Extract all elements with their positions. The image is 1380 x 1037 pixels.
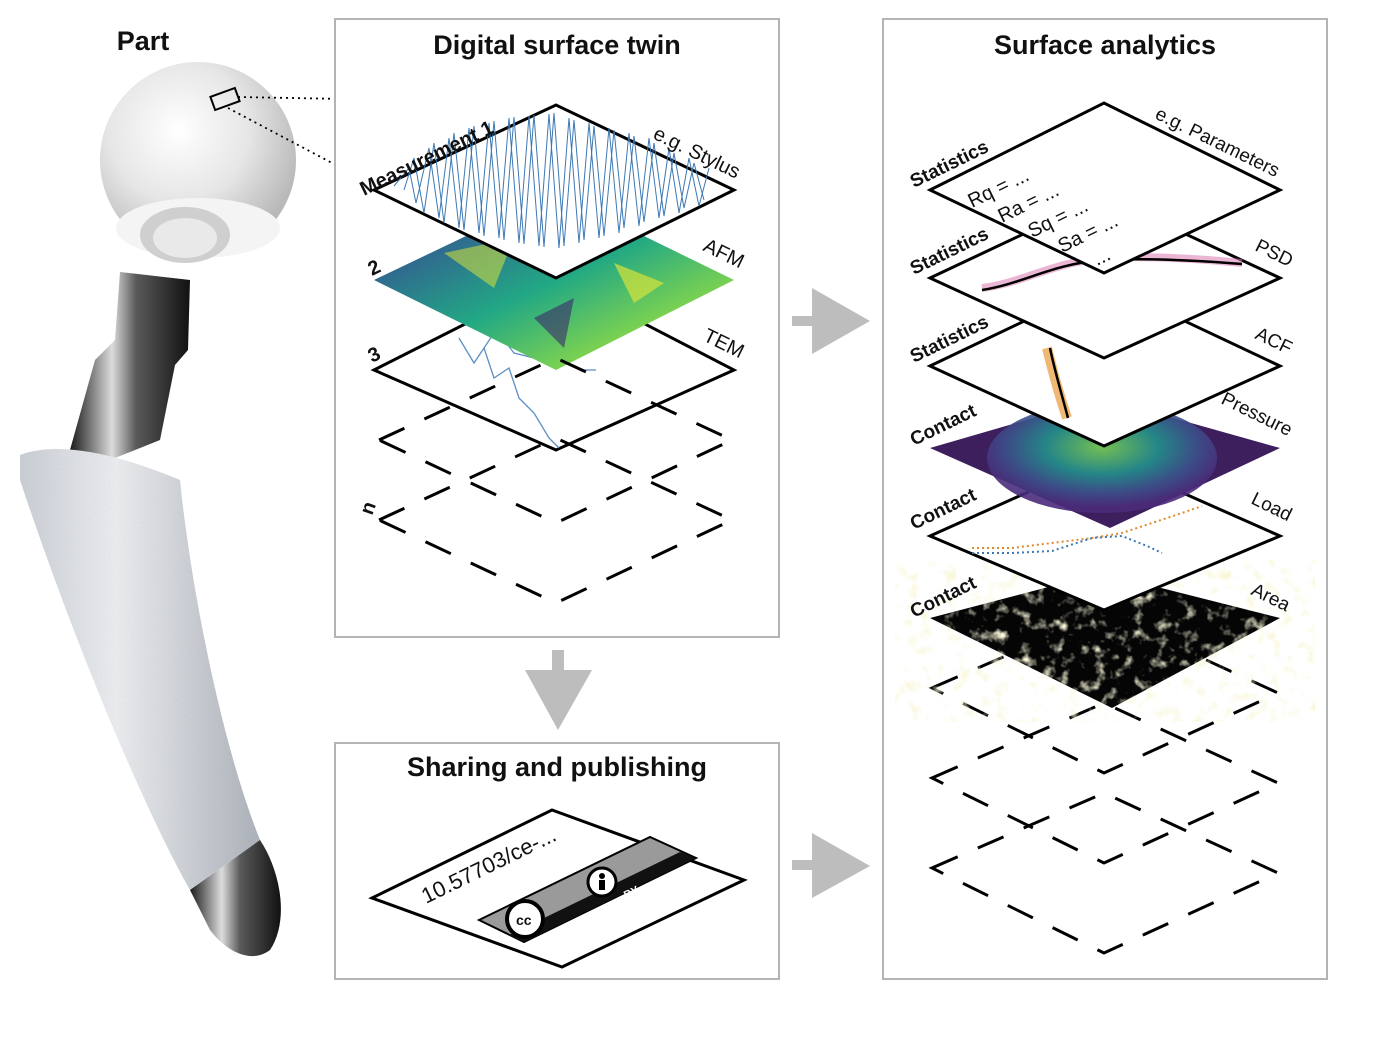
analytics-title: Surface analytics	[993, 30, 1217, 60]
femoral-head-ball	[100, 62, 296, 263]
cc-by-license-badge: cc BY	[476, 835, 699, 944]
hip-implant-illustration	[20, 62, 296, 957]
publication-card: 10.57703/ce-... cc BY	[368, 808, 748, 969]
analytics-layer-area	[930, 573, 1280, 708]
analytics-layer-pressure	[930, 398, 1280, 528]
implant-neck	[70, 272, 190, 460]
arrow-twin-to-analytics	[792, 288, 870, 354]
arrow-twin-to-sharing	[525, 650, 592, 730]
twin-layer-stylus	[370, 103, 738, 280]
selection-marker	[209, 86, 241, 112]
analytics-layer-5-right: Load	[1248, 489, 1295, 526]
part-title: Part	[116, 26, 170, 56]
arrow-sharing-to-analytics	[792, 833, 870, 898]
analytics-layer-stack: Rq = ... Ra = ... Sq = ... Sa = ... ... …	[907, 101, 1296, 955]
cc-icon	[505, 899, 545, 939]
analytics-layer-parameters	[926, 101, 1284, 275]
analytics-layer-3-right: ACF	[1252, 324, 1295, 360]
twin-title: Digital surface twin	[433, 30, 681, 60]
analytics-layer-4-right: Pressure	[1218, 389, 1296, 441]
twin-layer-stack: Measurement 1 e.g. Stylus 2 AFM 3 TEM n	[356, 103, 747, 605]
analytics-layer-2-right: PSD	[1252, 236, 1296, 272]
cc-label: cc	[516, 912, 532, 928]
analytics-layer-6-right: Area	[1248, 580, 1294, 617]
implant-tip	[190, 840, 281, 957]
sharing-title: Sharing and publishing	[407, 752, 707, 782]
